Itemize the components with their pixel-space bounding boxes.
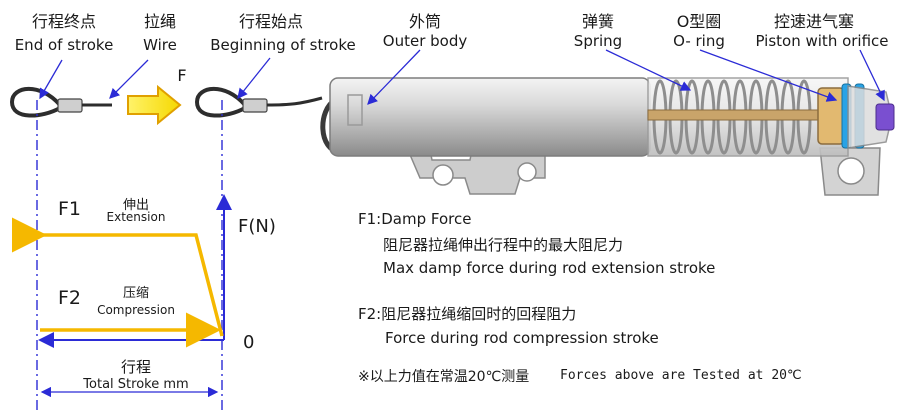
y-axis-label: F(N) [238,216,276,237]
o-ring-label-en: O- ring [673,32,725,50]
piston-label-zh: 控速进气塞 [773,12,854,31]
f1-note-title: F1:Damp Force [358,210,472,228]
wire-label-zh: 拉绳 [143,12,176,31]
spring-label-en: Spring [573,32,623,50]
stroke-label-zh: 行程 [120,358,151,376]
f2-label-zh: 压缩 [122,286,149,301]
footnote-zh: ※以上力值在常温20℃测量 [358,369,530,385]
beginning-of-stroke-label-en: Beginning of stroke [210,36,356,54]
end-of-stroke-label-en: End of stroke [14,36,114,54]
damper-illustration [320,77,895,196]
force-f-label: F [177,66,187,85]
end-of-stroke-label-zh: 行程终点 [31,12,96,31]
f1-label-en: Extension [106,210,166,224]
force-graph [11,194,232,398]
beginning-of-stroke-label-zh: 行程始点 [238,12,303,31]
leader-lines [39,49,885,105]
origin-label: 0 [243,332,255,353]
f2-note-title: F2:阻尼器拉绳缩回时的回程阻力 [358,305,577,323]
f1-label-zh: 伸出 [122,198,149,213]
f2-symbol: F2 [58,287,82,309]
o-ring-label-zh: O型圈 [676,12,722,31]
stroke-guides [36,100,223,410]
footnote-en: Forces above are Tested at 20℃ [560,368,802,383]
piston-label-en: Piston with orifice [755,32,889,50]
outer-body-label-en: Outer body [382,32,468,50]
f1-symbol: F1 [58,198,82,220]
wire-label-en: Wire [143,36,177,54]
f1-note-zh: 阻尼器拉绳伸出行程中的最大阻尼力 [383,236,624,254]
f2-label-en: Compression [97,303,175,317]
stroke-label-en: Total Stroke mm [83,377,189,392]
f1-extension-curve [11,217,224,337]
spring-label-zh: 弹簧 [581,12,614,31]
wire-loop-begin-icon [194,87,323,118]
wire-loop-end-icon [9,87,112,118]
pull-direction-arrow-icon [127,84,182,126]
outer-body-label-zh: 外筒 [408,12,441,31]
f2-note-en: Force during rod compression stroke [385,329,659,347]
f1-note-en: Max damp force during rod extension stro… [383,259,716,277]
